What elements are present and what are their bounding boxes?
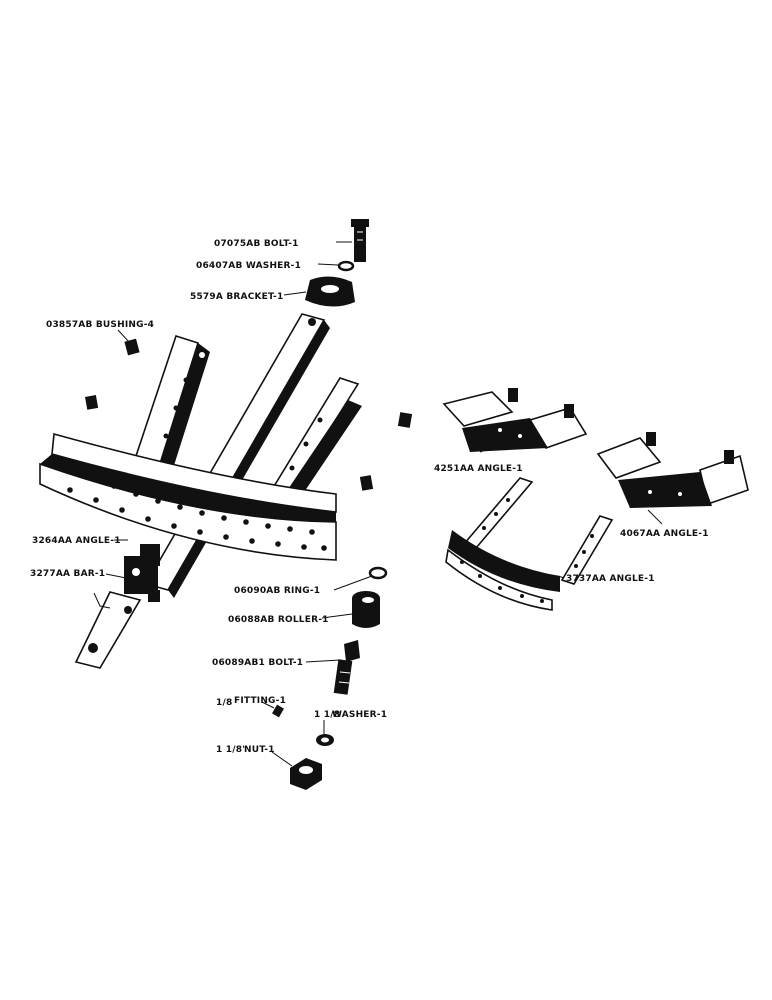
label-bracket: 5579A BRACKET-1	[190, 292, 283, 302]
bottom-washer-part	[316, 734, 334, 746]
label-fitting: FITTING-1	[234, 696, 286, 706]
bar-clamp	[124, 544, 160, 602]
curved-angle-3264	[39, 432, 337, 561]
ring-part	[368, 566, 388, 580]
label-bar: 3277AA BAR-1	[30, 569, 105, 579]
label-angle-3737: 3737AA ANGLE-1	[566, 574, 655, 584]
bottom-bolt	[333, 640, 360, 695]
angle-3737-assembly	[445, 477, 614, 611]
left-upright-angle	[132, 334, 210, 478]
label-angle-4067: 4067AA ANGLE-1	[620, 529, 709, 539]
label-nut: NUT-1	[244, 745, 275, 755]
label-bushing: 03857AB BUSHING-4	[46, 320, 154, 330]
label-roller: 06088AB ROLLER-1	[228, 615, 329, 625]
label-fitting-size: 1/8	[216, 698, 232, 708]
angle-4067-assembly	[596, 432, 749, 508]
fitting-part	[272, 704, 284, 718]
label-angle-4251: 4251AA ANGLE-1	[434, 464, 523, 474]
bushing-part	[85, 338, 413, 491]
label-ring: 06090AB RING-1	[234, 586, 320, 596]
label-angle-3264: 3264AA ANGLE-1	[32, 536, 121, 546]
angle-4251-assembly	[442, 388, 588, 452]
label-bolt-bottom: 06089AB1 BOLT-1	[212, 658, 303, 668]
top-washer	[337, 260, 355, 272]
label-washer-top: 06407AB WASHER-1	[196, 261, 301, 271]
nut-part	[290, 758, 322, 790]
label-nut-size: 1 1/8"	[216, 745, 247, 755]
label-bolt-top: 07075AB BOLT-1	[214, 239, 299, 249]
top-bolt	[351, 219, 369, 262]
leader-lines	[93, 241, 663, 767]
bracket-part	[305, 276, 355, 307]
label-washer-bottom: WASHER-1	[332, 710, 387, 720]
roller-part	[352, 591, 380, 628]
label-washer-size: 1 1/8	[314, 710, 340, 720]
